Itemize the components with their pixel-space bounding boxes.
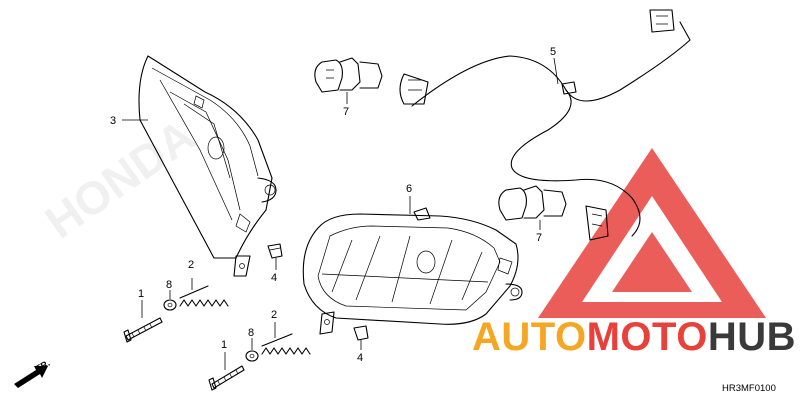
nut-left (267, 243, 283, 259)
watermark-hub: HUB (708, 315, 796, 359)
headlight-left (138, 55, 277, 277)
callout-bolt-b: 1 (221, 339, 227, 351)
callout-washer-b: 8 (248, 327, 254, 339)
watermark-auto: AUTO (472, 315, 587, 359)
callout-harness: 5 (550, 46, 556, 58)
callout-bolt-a: 1 (138, 288, 144, 300)
direction-label: FR. (34, 358, 52, 374)
callout-nut-a: 4 (271, 272, 277, 284)
svg-text:AUTOMOTOHUB: AUTOMOTOHUB (472, 315, 796, 359)
wire-harness (399, 9, 691, 241)
callout-headlight-left: 3 (110, 115, 116, 127)
callout-headlight-right: 6 (406, 183, 412, 195)
bulb-bottom (498, 185, 567, 221)
callout-spring-b: 2 (271, 309, 277, 321)
brand-watermark: HONDA (36, 109, 204, 248)
callout-bulb-bottom: 7 (536, 232, 542, 244)
watermark-text: AUTOMOTOHUB (472, 315, 796, 359)
washer-right (245, 350, 259, 362)
brand-watermark-text: HONDA (36, 109, 204, 248)
bolt-right (208, 365, 245, 391)
spring-right (261, 333, 311, 355)
watermark-moto: MOTO (587, 315, 708, 359)
bulb-top (314, 57, 383, 93)
nut-right (353, 325, 369, 341)
headlight-right (302, 207, 523, 335)
drawing-code: HR3MF0100 (722, 383, 776, 394)
callout-nut-b: 4 (357, 352, 363, 364)
watermark-triangle (538, 148, 766, 318)
callout-bulb-top: 7 (343, 106, 349, 118)
front-direction-arrow (14, 366, 48, 388)
bolt-left (123, 317, 163, 343)
washer-left (163, 299, 177, 311)
callout-washer-a: 8 (166, 279, 172, 291)
spring-left (179, 285, 229, 307)
callout-spring-a: 2 (188, 259, 194, 271)
